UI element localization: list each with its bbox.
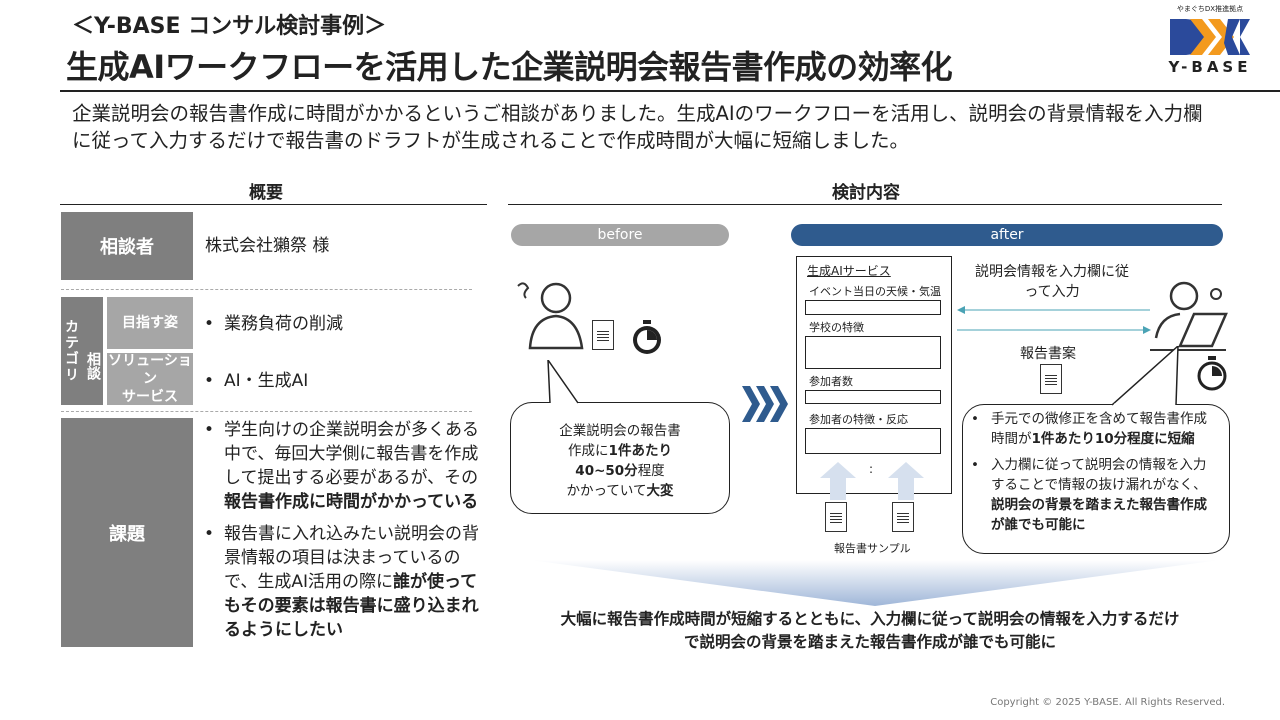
input-label: 説明会情報を入力欄に従って入力 (975, 264, 1129, 300)
worried-person-icon (517, 282, 584, 350)
school-input[interactable] (805, 336, 941, 369)
reaction-input[interactable] (805, 428, 941, 454)
participants-input[interactable] (805, 390, 941, 404)
overview-heading: 概要 (249, 183, 283, 203)
issue-item: 報告書に入れ込みたい説明会の背景情報の項目は決まっているので、生成AI活用の際に… (202, 522, 482, 642)
row-divider (61, 289, 472, 290)
logo-name: Y-BASE (1168, 58, 1252, 76)
logo-tagline: やまぐちDX推進拠点 (1176, 5, 1244, 13)
stopwatch-icon (1197, 356, 1227, 391)
issue-item: 学生向けの企業説明会が多くある中で、毎回大学側に報告書を作成して提出する必要があ… (202, 418, 482, 514)
solution-label: ソリューション サービス (107, 353, 193, 405)
field-label: 学校の特徴 (809, 321, 864, 334)
goal-label: 目指す姿 (107, 297, 193, 349)
weather-input[interactable] (805, 300, 941, 315)
copyright: Copyright © 2025 Y-BASE. All Rights Rese… (990, 697, 1225, 708)
bubble-tail (1112, 346, 1179, 406)
stopwatch-icon (633, 320, 661, 354)
consult-label: 相談 (81, 297, 103, 405)
solution-label-line1: ソリューション (108, 353, 192, 387)
sample-document-icon (892, 502, 914, 532)
exchange-arrows (957, 306, 1151, 334)
row-divider (61, 411, 472, 412)
bubble-tail (547, 360, 579, 404)
ai-service-form: 生成AIサービス イベント当日の天候・気温 学校の特徴 参加者数 参加者の特徴・… (796, 256, 952, 494)
ai-service-title: 生成AIサービス (807, 264, 891, 278)
after-bullet: 入力欄に従って説明会の情報を入力することで情報の抜け漏れがなく、説明会の背景を踏… (969, 455, 1219, 535)
before-bubble: 企業説明会の報告書 作成に1件あたり 40~50分程度 かかっていて大変 (510, 402, 730, 514)
dx-logo-icon (1170, 19, 1250, 55)
slide-subtitle: ＜Y-BASE コンサル検討事例＞ (72, 14, 387, 39)
logo: やまぐちDX推進拠点 Y-BASE (1165, 4, 1255, 86)
lead-text: 企業説明会の報告書作成に時間がかかるというご相談がありました。生成AIのワークフ… (72, 102, 1203, 152)
goal-value: 業務負荷の削減 (202, 312, 343, 336)
before-label: before (511, 224, 729, 246)
upload-arrows-icon (820, 462, 924, 500)
document-icon (592, 320, 614, 350)
samples-label: 報告書サンプル (834, 542, 911, 555)
solution-label-line2: サービス (122, 389, 178, 405)
overview-divider (60, 204, 487, 205)
field-label: 参加者数 (809, 375, 853, 388)
client-value: 株式会社獺祭 様 (205, 236, 330, 256)
person-with-laptop-icon (1150, 281, 1228, 351)
after-label: after (791, 224, 1223, 246)
chevrons-right-icon (742, 386, 788, 422)
conclusion-funnel (530, 560, 1220, 606)
client-label: 相談者 (61, 212, 193, 280)
after-bullet: 手元での微修正を含めて報告書作成時間が1件あたり10分程度に短縮 (969, 409, 1219, 449)
study-heading: 検討内容 (832, 183, 900, 203)
ellipsis: : (869, 462, 874, 476)
field-label: 参加者の特徴・反応 (809, 413, 908, 426)
sample-document-icon (825, 502, 847, 532)
title-divider (60, 90, 1280, 92)
category-label: カテゴリ (61, 297, 81, 405)
after-bubble: 手元での微修正を含めて報告書作成時間が1件あたり10分程度に短縮 入力欄に従って… (962, 404, 1230, 554)
solution-value: AI・生成AI (202, 369, 308, 393)
issue-label: 課題 (61, 418, 193, 647)
field-label: イベント当日の天候・気温 (809, 285, 941, 298)
slide-title: 生成AIワークフローを活用した企業説明会報告書作成の効率化 (66, 48, 953, 86)
draft-document-icon (1040, 364, 1062, 394)
conclusion-text: 大幅に報告書作成時間が短縮するとともに、入力欄に従って説明会の情報を入力するだけ… (560, 610, 1180, 651)
draft-label: 報告書案 (1020, 346, 1076, 362)
study-divider (508, 204, 1222, 205)
